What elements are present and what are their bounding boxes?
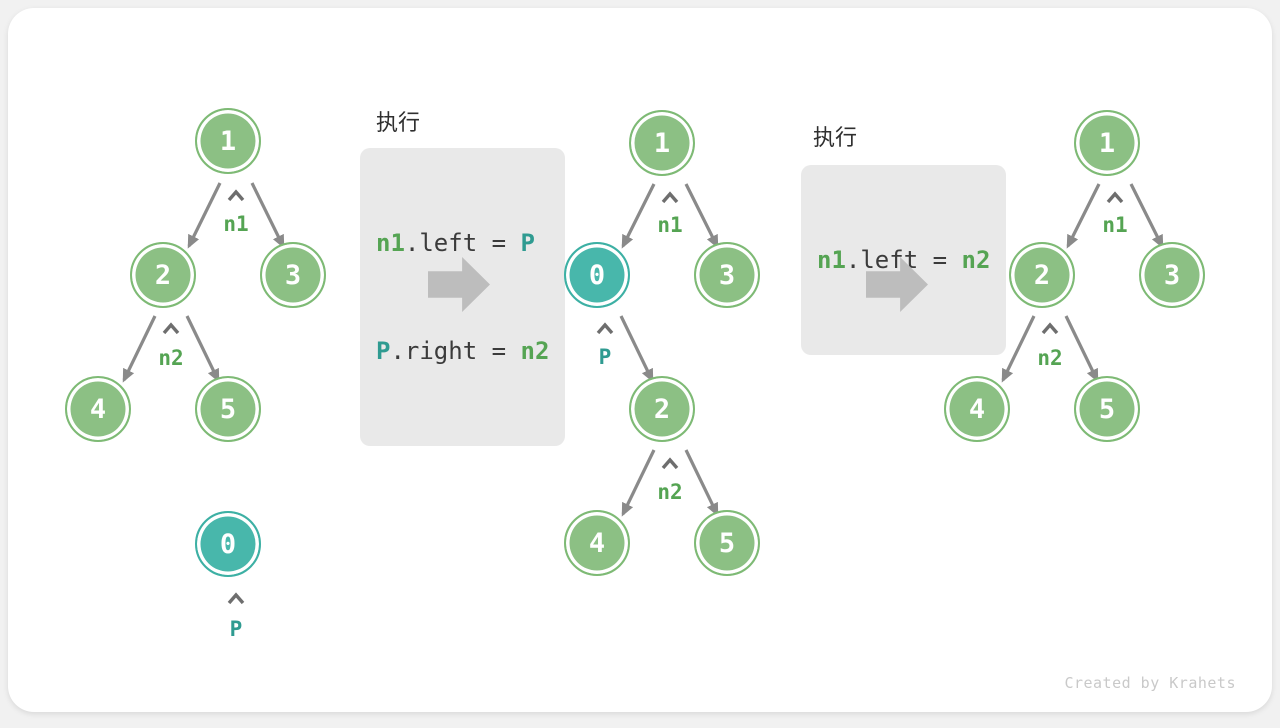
tree2-edge-2-5 bbox=[684, 449, 719, 517]
code-token: .right = bbox=[390, 337, 521, 365]
up-caret-icon bbox=[227, 592, 245, 605]
tree3-pointer-n2: n2 bbox=[1037, 346, 1063, 370]
tree1-pointer-n2: n2 bbox=[158, 346, 184, 370]
tree2-pointer-n1: n1 bbox=[657, 213, 683, 237]
tree3-node-4: 4 bbox=[944, 376, 1010, 442]
diagram-card: 1 2 3 4 5 0 n1 n2 P 执行 n1.left = P P.rig… bbox=[8, 8, 1272, 712]
tree1-edge-1-2 bbox=[187, 182, 222, 249]
code-token: n2 bbox=[520, 337, 550, 365]
tree2-node-0: 0 bbox=[564, 242, 630, 308]
tree1-node-1: 1 bbox=[195, 108, 261, 174]
tree2-node-1: 1 bbox=[629, 110, 695, 176]
up-caret-icon bbox=[596, 322, 614, 335]
tree3-edge-2-5 bbox=[1064, 315, 1099, 383]
tree1-edge-2-5 bbox=[185, 315, 220, 383]
step1-caption: 执行 bbox=[376, 111, 421, 136]
watermark: Created by Krahets bbox=[1064, 674, 1236, 692]
up-caret-icon bbox=[1106, 191, 1124, 204]
tree3-node-3: 3 bbox=[1139, 242, 1205, 308]
step1-code-block: n1.left = P P.right = n2 bbox=[360, 148, 566, 446]
step2-caption: 执行 bbox=[813, 126, 858, 151]
step2-code-block: n1.left = n2 bbox=[801, 165, 1007, 355]
tree3-edge-1-2 bbox=[1066, 183, 1101, 249]
tree1-edge-1-3 bbox=[250, 182, 285, 249]
tree3-edge-1-3 bbox=[1129, 183, 1164, 249]
tree2-pointer-p: P bbox=[598, 345, 612, 369]
up-caret-icon bbox=[661, 191, 679, 204]
tree1-node-0: 0 bbox=[195, 511, 261, 577]
code-token: n2 bbox=[961, 246, 991, 274]
up-caret-icon bbox=[227, 189, 245, 202]
tree2-pointer-n2: n2 bbox=[657, 480, 683, 504]
tree1-node-4: 4 bbox=[65, 376, 131, 442]
code-token: .left = bbox=[404, 229, 521, 257]
tree1-pointer-n1: n1 bbox=[223, 212, 249, 236]
code-line-2: P.right = n2 bbox=[376, 333, 549, 369]
tree2-node-5: 5 bbox=[694, 510, 760, 576]
tree3-node-5: 5 bbox=[1074, 376, 1140, 442]
tree3-edge-2-4 bbox=[1001, 315, 1036, 383]
tree3-node-2: 2 bbox=[1009, 242, 1075, 308]
tree2-edge-1-0 bbox=[621, 183, 656, 249]
tree2-edge-2-4 bbox=[621, 449, 656, 517]
tree1-node-2: 2 bbox=[130, 242, 196, 308]
tree3-pointer-n1: n1 bbox=[1102, 213, 1128, 237]
code-line-1: n1.left = n2 bbox=[817, 242, 990, 278]
code-token: n1 bbox=[376, 229, 405, 257]
up-caret-icon bbox=[661, 457, 679, 470]
tree2-node-3: 3 bbox=[694, 242, 760, 308]
tree2-node-2: 2 bbox=[629, 376, 695, 442]
tree2-node-4: 4 bbox=[564, 510, 630, 576]
tree1-pointer-p: P bbox=[229, 617, 243, 641]
up-caret-icon bbox=[1041, 322, 1059, 335]
tree1-edge-2-4 bbox=[122, 315, 157, 383]
code-token: P bbox=[520, 229, 535, 257]
tree1-node-3: 3 bbox=[260, 242, 326, 308]
up-caret-icon bbox=[162, 322, 180, 335]
tree2-edge-1-3 bbox=[684, 183, 719, 249]
code-line-1: n1.left = P bbox=[376, 225, 549, 261]
tree1-node-5: 5 bbox=[195, 376, 261, 442]
tree2-edge-0-2 bbox=[619, 315, 654, 383]
code-token: n1 bbox=[817, 246, 846, 274]
code-token: P bbox=[376, 337, 391, 365]
tree3-node-1: 1 bbox=[1074, 110, 1140, 176]
